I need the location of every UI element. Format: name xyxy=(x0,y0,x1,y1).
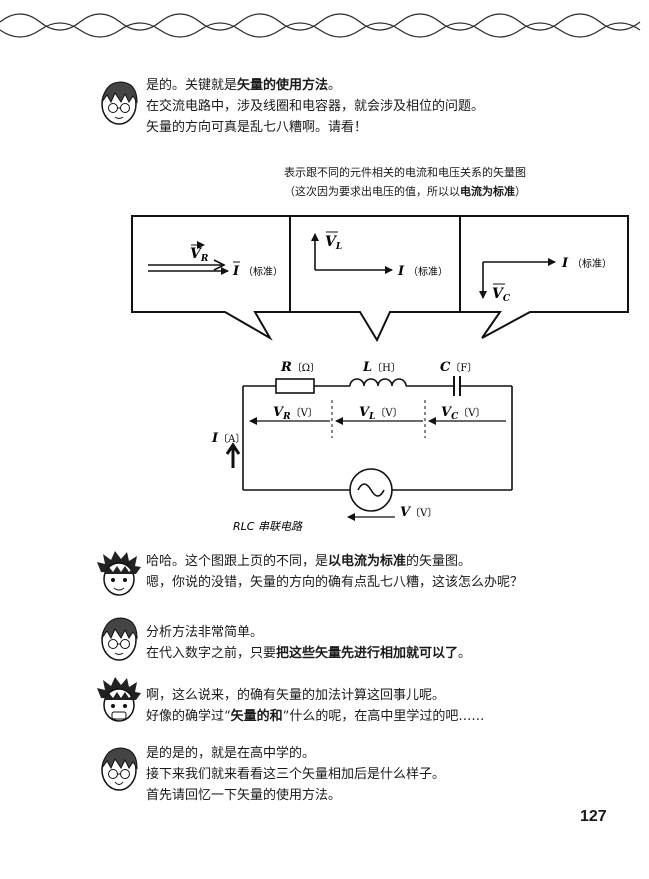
vector-diagram: VR I （标准） VL I （标准） I （标准） VC xyxy=(131,215,629,533)
dialog1-line1-end: 。 xyxy=(328,78,342,93)
panel-r: VR I （标准） xyxy=(148,241,283,279)
girl-avatar-icon-3 xyxy=(101,747,138,791)
resistor-symbol xyxy=(275,378,315,394)
girl-avatar-icon-2 xyxy=(101,617,138,661)
dialog1-line2: 在交流电路中，涉及线圈和电容器，就会涉及相位的问题。 xyxy=(146,99,485,114)
boy-avatar-icon-2 xyxy=(97,677,141,722)
figure-caption: 表示跟不同的元件相关的电流和电压关系的矢量图 （这次因为要求出电压的值，所以以电… xyxy=(240,164,570,199)
vl-label: VL〔V〕 xyxy=(359,405,403,422)
girl-avatar-icon xyxy=(101,81,138,125)
figure-caption-line2: （这次因为要求出电压的值，所以以 xyxy=(284,185,460,198)
panel-r-vr-label: VR xyxy=(190,246,209,264)
circuit-title: RLC 串联电路 xyxy=(233,520,303,533)
current-label: I〔A〕 xyxy=(211,431,245,446)
dialog1-line1-text: 是的。关键就是 xyxy=(146,78,238,93)
dialog3-bold-text: 把这些矢量先进行相加就可以了 xyxy=(276,646,459,661)
dialog3-line2-text: 在代入数字之前，只要 xyxy=(146,646,277,661)
dialog2-bold-text: 以电流为标准 xyxy=(328,554,407,569)
dialog3-line1: 分析方法非常简单。 xyxy=(146,625,264,640)
figure-caption-line1: 表示跟不同的元件相关的电流和电压关系的矢量图 xyxy=(284,166,526,179)
rlc-circuit: R〔Ω〕 L〔H〕 C〔F〕 VR〔V〕 VL〔V〕 VC〔V〕 I〔A〕 V〔… xyxy=(211,360,513,533)
wavy-border-decoration xyxy=(0,13,641,38)
panel-r-standard-note: （标准） xyxy=(243,266,283,278)
page-number: 127 xyxy=(580,808,607,825)
dialog4-line1: 啊，这么说来，的确有矢量的加法计算这回事儿呢。 xyxy=(146,688,446,703)
dialog4-line2-text: 好像的确学过“ xyxy=(146,709,231,724)
panel-l-standard-note: （标准） xyxy=(408,266,448,278)
dialog5-line2: 接下来我们就来看看这三个矢量相加后是什么样子。 xyxy=(146,767,446,782)
panel-c: I （标准） VC xyxy=(479,256,612,304)
r-label: R〔Ω〕 xyxy=(280,360,320,375)
panel-c-current-label: I xyxy=(561,256,569,271)
c-label: C〔F〕 xyxy=(440,360,477,375)
panel-l-current-label: I xyxy=(397,264,405,279)
dialog2-line2: 嗯，你说的没错，矢量的方向的确有点乱七八糟，这该怎么办呢？ xyxy=(146,575,524,590)
dialog5-line1: 是的是的，就是在高中学的。 xyxy=(146,746,316,761)
dialog5-line3: 首先请回忆一下矢量的使用方法。 xyxy=(146,788,342,803)
inductor-symbol xyxy=(349,378,407,387)
dialog4-line2-end: ”什么的呢，在高中里学过的吧…… xyxy=(282,709,485,724)
source-voltage-label: V〔V〕 xyxy=(400,505,437,520)
panel-c-vc-label: VC xyxy=(492,286,511,304)
panel-r-current-label: I xyxy=(232,264,240,279)
panel-l-vl-label: VL xyxy=(325,234,342,252)
vc-label: VC〔V〕 xyxy=(441,405,486,422)
vr-label: VR〔V〕 xyxy=(273,405,318,422)
dialog4-bold-text: 矢量的和 xyxy=(230,709,283,724)
figure-caption-line2-end: ） xyxy=(515,185,526,198)
dialog1-line3: 矢量的方向可真是乱七八糟啊。请看！ xyxy=(146,120,368,135)
dialog2-line1-text: 哈哈。这个图跟上页的不同，是 xyxy=(146,554,329,569)
panel-c-standard-note: （标准） xyxy=(572,258,612,270)
boy-avatar-icon xyxy=(97,551,141,596)
figure-caption-bold: 电流为标准 xyxy=(460,185,515,198)
dialog2-line1-end: 的矢量图。 xyxy=(406,554,472,569)
vector-panels xyxy=(131,215,629,343)
dialog3-line2-end: 。 xyxy=(458,646,472,661)
l-label: L〔H〕 xyxy=(362,360,401,375)
dialog1-bold-text: 矢量的使用方法 xyxy=(237,78,329,93)
panel-l: VL I （标准） xyxy=(311,231,448,279)
